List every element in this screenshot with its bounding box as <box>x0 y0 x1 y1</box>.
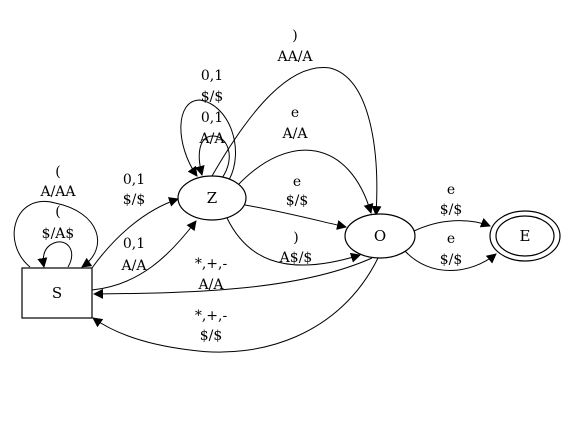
edge-s-s-inner-stack: $/A$ <box>42 226 75 242</box>
edge-z-z-inner-stack: A/A <box>199 131 226 147</box>
edge-z-o-lower-stack: A$/$ <box>279 250 313 266</box>
edge-z-z-outer-stack: $/$ <box>201 89 224 105</box>
edge-z-o-upper-input: e <box>291 105 299 121</box>
edge-z-z-inner <box>194 135 230 179</box>
edge-s-s-inner-input: ( <box>55 204 60 220</box>
edge-o-s-lower <box>92 257 379 353</box>
edge-o-e-upper-input: e <box>447 182 455 198</box>
edge-z-z-outer-input: 0,1 <box>201 68 223 84</box>
edge-z-o-mid <box>244 204 347 230</box>
edge-s-z-bottom-stack: A/A <box>121 258 148 274</box>
edge-s-z-top-stack: $/$ <box>123 192 146 208</box>
state-s: S <box>21 267 93 319</box>
edge-z-o-lower-input: ) <box>293 230 298 246</box>
edge-o-s-lower-input: *,+,- <box>195 308 228 324</box>
edge-z-o-upper <box>236 149 374 214</box>
state-o-label: O <box>374 227 386 245</box>
edge-s-s-inner <box>37 241 73 268</box>
edge-s-z-bottom-input: 0,1 <box>123 236 145 252</box>
edge-o-s-upper-stack: A/A <box>198 277 225 293</box>
state-z-label: Z <box>207 189 217 207</box>
edge-s-z-bottom <box>91 220 197 291</box>
edge-z-z-inner-input: 0,1 <box>201 110 223 126</box>
edge-z-o-top-input: ) <box>292 28 297 44</box>
edge-o-e-upper-stack: $/$ <box>440 202 463 218</box>
edge-o-s-upper <box>93 257 373 299</box>
edge-o-e-lower-stack: $/$ <box>440 252 463 268</box>
edge-o-e-lower-input: e <box>447 231 455 247</box>
edge-s-s-outer-stack: A/AA <box>39 184 76 200</box>
edge-s-z-top-input: 0,1 <box>123 172 145 188</box>
state-o: O <box>344 213 416 259</box>
edge-s-s-outer-input: ( <box>55 164 60 180</box>
edge-labels: ( A/AA ( $/A$ 0,1 $/$ 0,1 A/A 0,1 $/$ 0,… <box>39 28 462 344</box>
state-z: Z <box>177 175 247 221</box>
edge-z-o-top-stack: AA/A <box>276 49 313 65</box>
edge-z-z-outer <box>180 99 236 181</box>
edge-o-s-upper-input: *,+,- <box>195 256 228 272</box>
edge-s-z-top <box>91 197 179 269</box>
state-e-accepting: E <box>489 210 561 262</box>
edge-o-s-lower-stack: $/$ <box>200 328 223 344</box>
edge-z-o-top <box>211 67 382 216</box>
edge-z-o-upper-stack: A/A <box>282 126 309 142</box>
state-e-label: E <box>520 227 531 245</box>
nodes: S Z O E <box>21 175 561 319</box>
edge-s-s-outer <box>13 200 99 268</box>
edge-o-e-lower <box>404 250 497 271</box>
state-s-label: S <box>52 284 62 302</box>
edge-z-o-lower <box>226 217 361 266</box>
edge-z-o-mid-stack: $/$ <box>286 193 309 209</box>
edge-o-e-upper <box>411 218 491 233</box>
edges <box>13 67 497 353</box>
edge-z-o-mid-input: e <box>293 174 301 190</box>
